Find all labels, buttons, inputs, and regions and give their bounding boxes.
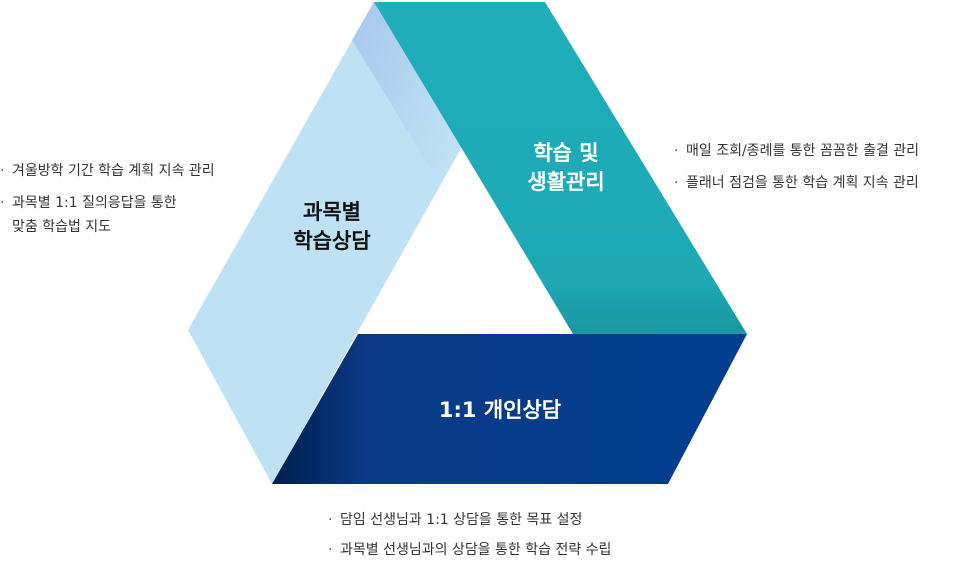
- left-bullet-1-line-1: 겨울방학 기간 학습 계획 지속 관리: [12, 163, 215, 179]
- right-segment-title: 학습 및 생활관리: [496, 139, 636, 198]
- left-title-line-1: 과목별: [303, 200, 361, 224]
- right-bullet-list: 매일 조회/종례를 통한 꼼꼼한 출결 관리 플래너 점검을 통한 학습 계획 …: [674, 139, 919, 203]
- right-bullet-1: 매일 조회/종례를 통한 꼼꼼한 출결 관리: [674, 139, 919, 163]
- bottom-segment-title: 1:1 개인상담: [400, 396, 600, 425]
- right-title-line-1: 학습 및: [533, 141, 599, 165]
- left-title-line-2: 학습상담: [293, 229, 371, 254]
- left-bullet-2: 과목별 1:1 질의응답을 통한 맞춤 학습법 지도: [0, 191, 215, 239]
- right-title-line-2: 생활관리: [527, 170, 605, 195]
- left-segment-title: 과목별 학습상담: [262, 198, 402, 257]
- right-bullet-2: 플래너 점검을 통한 학습 계획 지속 관리: [674, 171, 919, 195]
- left-band: [188, 2, 463, 484]
- bottom-band: [272, 334, 747, 484]
- right-band: [374, 2, 747, 334]
- left-bullet-1: 겨울방학 기간 학습 계획 지속 관리: [0, 159, 215, 183]
- left-bullet-2-line-1: 과목별 1:1 질의응답을 통한: [12, 195, 177, 211]
- bottom-bullet-1-line-1: 담임 선생님과 1:1 상담을 통한 목표 설정: [340, 512, 583, 528]
- bottom-title-line-1: 1:1 개인상담: [438, 398, 562, 422]
- bottom-bullet-1: 담임 선생님과 1:1 상담을 통한 목표 설정: [328, 508, 611, 532]
- left-bullet-2-line-2: 맞춤 학습법 지도: [12, 219, 112, 235]
- bottom-bullet-2-line-1: 과목별 선생님과의 상담을 통한 학습 전략 수립: [340, 542, 612, 558]
- left-band-fold: [352, 2, 463, 184]
- right-bullet-1-line-1: 매일 조회/종례를 통한 꼼꼼한 출결 관리: [686, 143, 920, 159]
- left-bullet-list: 겨울방학 기간 학습 계획 지속 관리 과목별 1:1 질의응답을 통한 맞춤 …: [0, 159, 215, 247]
- bottom-bullet-list: 담임 선생님과 1:1 상담을 통한 목표 설정 과목별 선생님과의 상담을 통…: [328, 508, 611, 570]
- right-bullet-2-line-1: 플래너 점검을 통한 학습 계획 지속 관리: [686, 175, 919, 191]
- bottom-bullet-2: 과목별 선생님과의 상담을 통한 학습 전략 수립: [328, 538, 611, 562]
